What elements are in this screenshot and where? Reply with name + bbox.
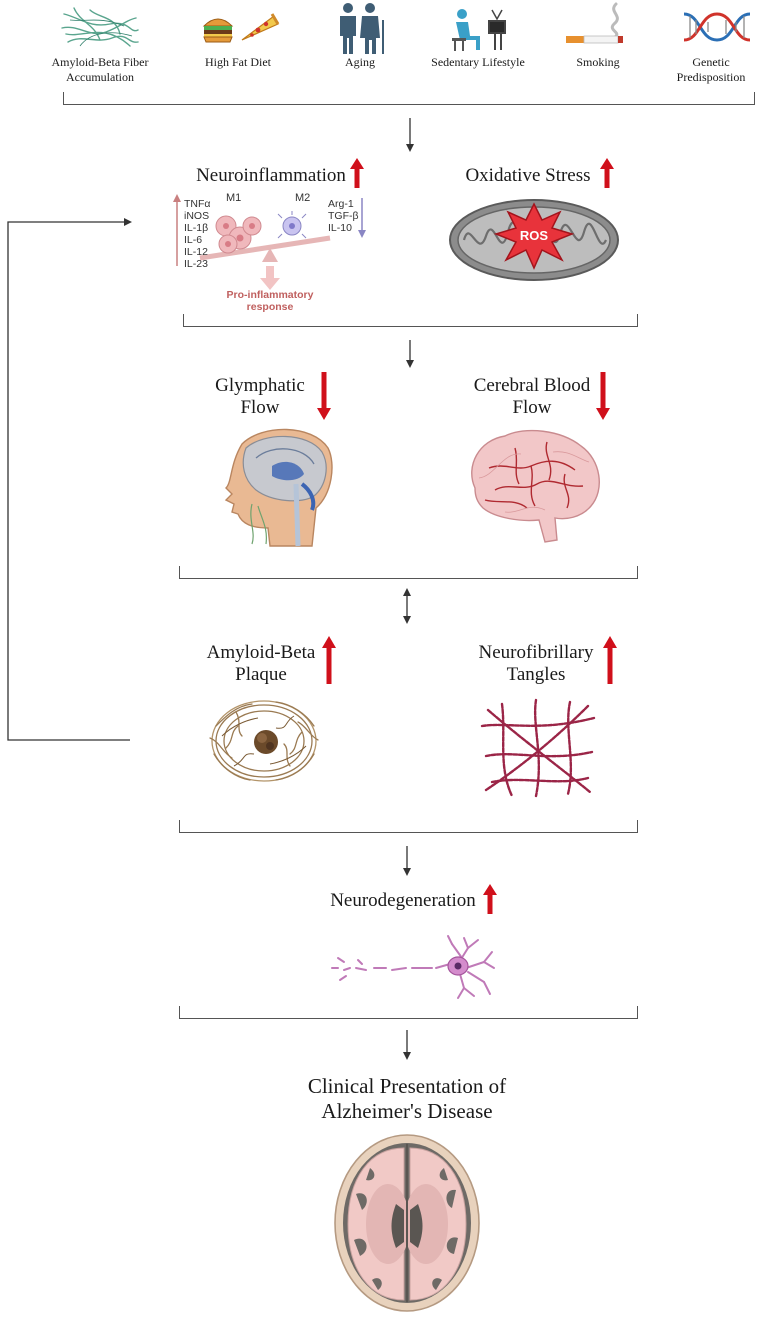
amyloid-fibers-icon [61, 7, 139, 47]
pro-inflammatory-label: Pro-inflammatory response [205, 289, 335, 313]
down-arrow-icon [317, 372, 331, 420]
cerebral-blood-flow-title: Cerebral Blood Flow [462, 375, 602, 419]
clinical-title-line1: Clinical Presentation of [307, 1074, 507, 1098]
m2-marker: TGF-β [328, 210, 359, 222]
m1-marker: TNFα [184, 198, 211, 210]
amyloid-plaque-icon [209, 700, 319, 782]
tangles-title-line1: Neurofibrillary [478, 642, 594, 663]
up-arrow-icon [600, 158, 614, 188]
degenerating-neuron-icon [331, 935, 495, 999]
risk-factor-label: Genetic Predisposition [676, 55, 746, 84]
person-tv-icon [452, 9, 506, 51]
neurodegeneration-title: Neurodegeneration [330, 890, 476, 911]
cerebral-title-line1: Cerebral Blood [473, 375, 591, 396]
m1-marker: IL-6 [184, 234, 203, 246]
elderly-couple-icon [340, 3, 384, 54]
risk-factor-label: High Fat Diet [205, 55, 271, 69]
amyloid-title-line1: Amyloid-Beta [206, 642, 316, 663]
m1-markers-list: TNFα iNOS IL-1β IL-6 IL-12 IL-23 [184, 198, 210, 270]
tangles-title: Neurofibrillary Tangles [468, 642, 604, 686]
risk-factor-label: Amyloid-Beta Fiber Accumulation [51, 55, 149, 84]
m2-label: M2 [295, 192, 311, 204]
neuroinflammation-title: Neuroinflammation [196, 165, 346, 186]
feedback-loop-arrow [7, 218, 132, 741]
oxidative-stress-title: Oxidative Stress [465, 165, 591, 186]
glymphatic-title-line2: Flow [240, 397, 280, 418]
cerebral-title-line2: Flow [512, 397, 552, 418]
down-arrow-icon [596, 372, 610, 420]
brain-vessels-icon [471, 429, 600, 543]
ros-label: ROS [519, 228, 549, 243]
pro-inflammatory-line1: Pro-inflammatory [226, 289, 314, 301]
risk-factor-label: Sedentary Lifestyle [431, 55, 525, 69]
microglia-balance-icon [173, 194, 366, 290]
tangles-title-line2: Tangles [506, 664, 566, 685]
m1-label: M1 [226, 192, 242, 204]
risk-factor-label: Smoking [576, 55, 620, 69]
burger-pizza-icon [202, 13, 280, 43]
up-arrow-icon [322, 636, 336, 684]
stage1-bracket [183, 314, 638, 327]
amyloid-title-line2: Plaque [235, 664, 287, 685]
up-arrow-icon [603, 636, 617, 684]
glymphatic-flow-title: Glymphatic Flow [200, 375, 320, 419]
clinical-presentation-title: Clinical Presentation of Alzheimer's Dis… [268, 1074, 546, 1124]
stage2-bracket [179, 566, 638, 579]
clinical-title-line2: Alzheimer's Disease [321, 1099, 493, 1123]
atrophied-brain-axial-icon [334, 1134, 480, 1312]
dna-icon [683, 12, 751, 42]
stage3-bracket [179, 820, 638, 833]
risk-factor-label: Aging [345, 55, 375, 69]
m2-marker: IL-10 [328, 222, 352, 234]
pro-inflammatory-line2: response [246, 301, 294, 313]
risk-factors-bracket [63, 92, 755, 105]
mitochondrion-icon [449, 199, 619, 281]
m1-marker: iNOS [184, 210, 210, 222]
m1-marker: IL-1β [184, 222, 209, 234]
tangles-icon [480, 698, 596, 798]
up-arrow-icon [350, 158, 364, 188]
m1-marker: IL-12 [184, 246, 208, 258]
m1-marker: IL-23 [184, 258, 208, 270]
m2-marker: Arg-1 [328, 198, 354, 210]
head-sagittal-icon [224, 428, 333, 547]
glymphatic-title-line1: Glymphatic [215, 375, 305, 396]
stage4-bracket [179, 1006, 638, 1019]
up-arrow-icon [483, 884, 497, 914]
m2-markers-list: Arg-1 TGF-β IL-10 [328, 198, 359, 234]
cigarette-icon [566, 2, 623, 44]
amyloid-plaque-title: Amyloid-Beta Plaque [196, 642, 326, 686]
